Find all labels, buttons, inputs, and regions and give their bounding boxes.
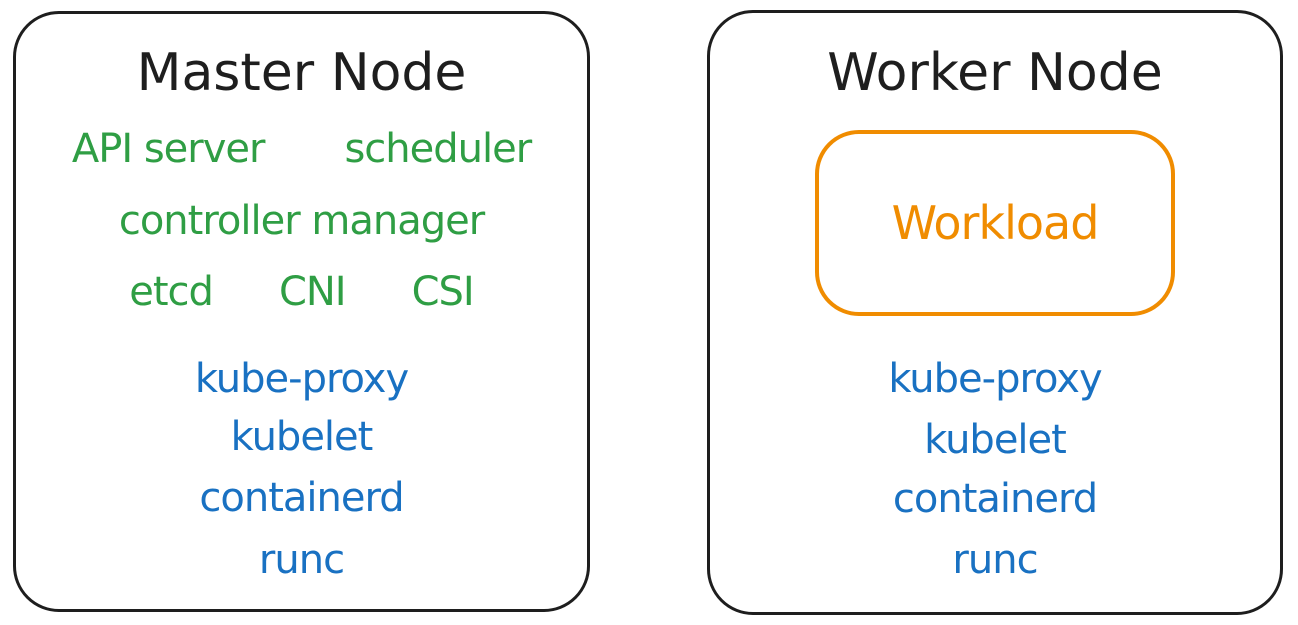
component-csi: CSI [411, 269, 475, 315]
workload-label: Workload [891, 196, 1100, 250]
workload-box: Workload [815, 130, 1175, 316]
control-plane-row-3: etcd CNI CSI [16, 268, 587, 316]
component-containerd: containerd [199, 475, 404, 521]
component-cni: CNI [278, 269, 347, 315]
component-kube-proxy: kube-proxy [888, 356, 1102, 402]
component-kubelet: kubelet [230, 414, 374, 460]
component-kubelet: kubelet [924, 417, 1067, 463]
master-node-box: Master Node API server scheduler control… [13, 11, 590, 612]
component-controller-manager: controller manager [118, 198, 485, 244]
component-runc: runc [952, 537, 1038, 583]
component-etcd: etcd [129, 269, 214, 315]
component-containerd: containerd [892, 476, 1098, 522]
component-api-server: API server [71, 126, 266, 172]
master-node-title: Master Node [136, 43, 467, 103]
component-scheduler: scheduler [344, 126, 532, 172]
worker-node-box: Worker Node Workload kube-proxy kubelet … [707, 10, 1283, 615]
component-kube-proxy: kube-proxy [194, 356, 409, 402]
worker-node-title: Worker Node [827, 43, 1163, 103]
control-plane-row-1: API server scheduler [16, 125, 587, 173]
component-runc: runc [258, 537, 345, 583]
